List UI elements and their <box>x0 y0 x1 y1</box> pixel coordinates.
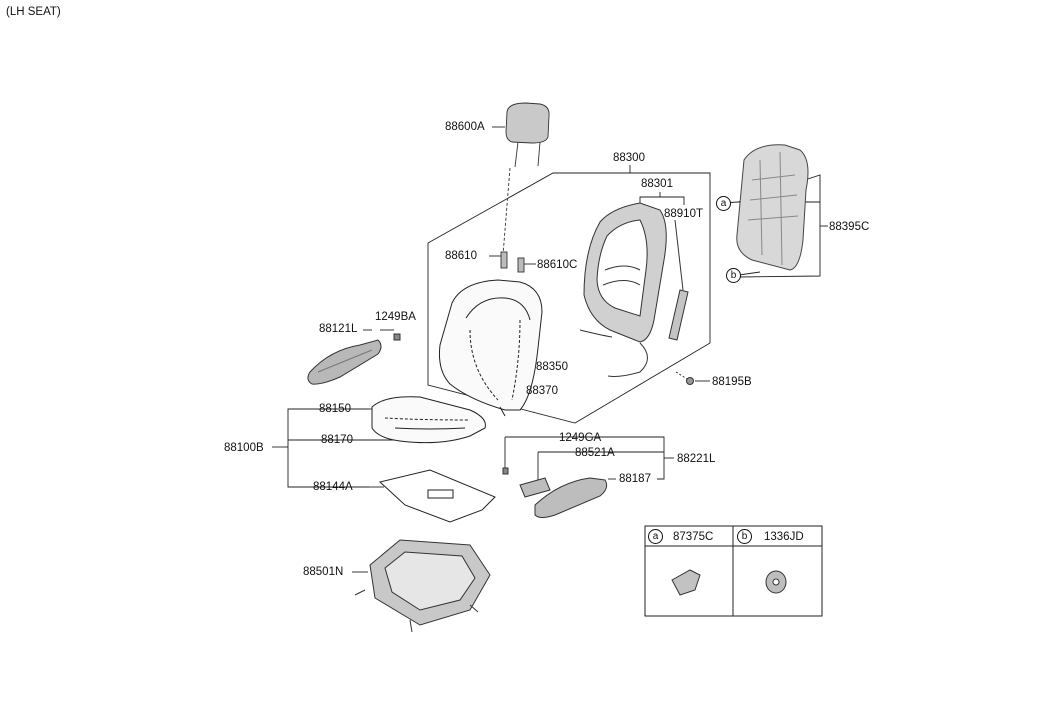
cushion-cover <box>371 396 486 444</box>
side-shield <box>307 339 382 385</box>
callout-b: b <box>726 268 741 283</box>
label-88301: 88301 <box>641 178 673 190</box>
headrest-guides <box>500 251 525 273</box>
label-88600A: 88600A <box>445 121 485 133</box>
legend-a-letter: a <box>648 529 663 544</box>
label-88195B: 88195B <box>712 376 752 388</box>
screw-1249GA <box>502 467 509 475</box>
legend-a-part: 87375C <box>673 531 714 543</box>
legend-b-letter: b <box>737 529 752 544</box>
label-88521A: 88521A <box>575 447 615 459</box>
label-88501N: 88501N <box>303 566 344 578</box>
label-88910T: 88910T <box>664 208 704 220</box>
seat-shield-assembly <box>519 477 608 518</box>
cushion-frame <box>354 539 491 633</box>
callout-a: a <box>716 196 731 211</box>
diagram-title: (LH SEAT) <box>6 6 61 18</box>
label-88300: 88300 <box>613 152 645 164</box>
label-88610C: 88610C <box>537 259 578 271</box>
legend-b-part: 1336JD <box>764 531 804 543</box>
legend-table <box>644 525 823 617</box>
label-88395C: 88395C <box>829 221 870 233</box>
side-airbag <box>668 219 689 341</box>
label-88100B: 88100B <box>224 442 264 454</box>
label-1249GA: 1249GA <box>559 432 602 444</box>
washer-1336JD-drawing <box>765 570 787 594</box>
label-88150: 88150 <box>319 403 351 415</box>
bolt-88195B <box>675 371 694 385</box>
headrest <box>502 102 550 256</box>
label-88187: 88187 <box>619 473 651 485</box>
label-88610: 88610 <box>445 250 477 262</box>
cushion-pad <box>378 469 496 523</box>
label-88370: 88370 <box>526 385 558 397</box>
clip-87375C-drawing <box>671 569 701 596</box>
seatback-cover <box>439 279 543 417</box>
screw-1249BA <box>393 333 401 341</box>
seatback-board <box>736 144 809 271</box>
seatback-frame <box>579 202 667 377</box>
label-88350: 88350 <box>536 361 568 373</box>
label-88221L: 88221L <box>677 453 716 465</box>
label-88170: 88170 <box>321 434 353 446</box>
label-88121L: 88121L <box>319 323 358 335</box>
label-1249BA: 1249BA <box>375 311 416 323</box>
label-88144A: 88144A <box>313 481 353 493</box>
seatback-assembly-outline <box>427 172 711 424</box>
